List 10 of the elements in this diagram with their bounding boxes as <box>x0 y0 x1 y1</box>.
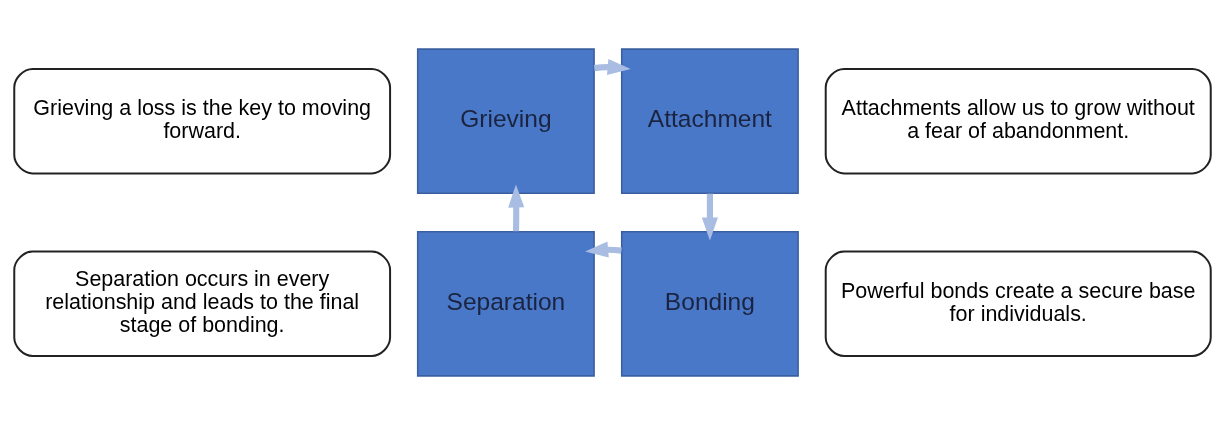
node-box: Grieving <box>416 47 595 194</box>
arrow <box>508 183 525 231</box>
node-box: Separation <box>416 230 595 377</box>
node-box: Bonding <box>620 230 799 377</box>
node-box: Attachment <box>620 47 799 194</box>
arrow <box>701 193 718 241</box>
node-box: Powerful bonds create a secure base for individuals. <box>824 250 1212 357</box>
node-box: Attachments allow us to grow without a fear of abandonment. <box>824 67 1212 174</box>
node-box: Grieving a loss is the key to moving forward. <box>13 67 392 174</box>
node-box: Separation occurs in every relationship and leads to the final stage of bonding. <box>13 250 392 357</box>
